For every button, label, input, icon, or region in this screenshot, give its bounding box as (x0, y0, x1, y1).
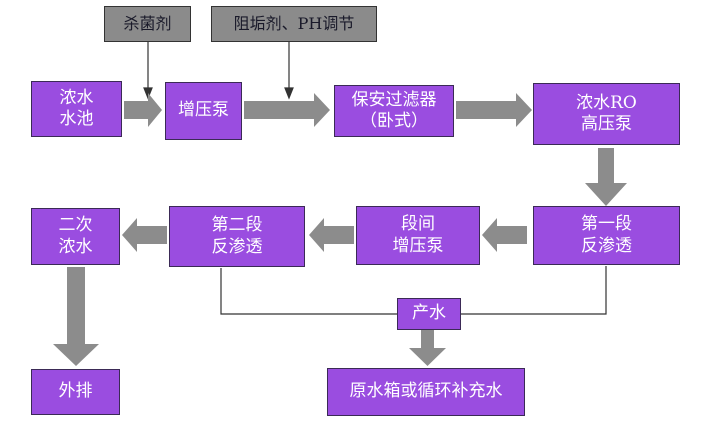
arrow-second-stage-to-secondary (122, 218, 167, 252)
ro-high-pressure-pump-box: 浓水RO 高压泵 (533, 83, 680, 145)
arrow-permeate-to-tank (409, 330, 446, 366)
arrow-booster-to-filter (244, 93, 330, 127)
interstage-booster-box: 段间 增压泵 (356, 206, 480, 265)
second-stage-ro-box: 第二段 反渗透 (169, 206, 305, 267)
arrow-interstage-to-second-stage (309, 218, 354, 252)
arrow-hp-pump-to-first-stage (585, 148, 627, 206)
booster-pump-box: 增压泵 (165, 82, 242, 140)
permeate-box: 产水 (397, 298, 461, 330)
concentrate-tank-box: 浓水 水池 (31, 81, 122, 137)
raw-tank-or-makeup-box: 原水箱或循环补充水 (327, 368, 525, 416)
arrow-filter-to-hp-pump (456, 93, 532, 127)
arrow-tank-to-booster (124, 93, 162, 127)
cartridge-filter-box: 保安过滤器 （卧式） (334, 85, 454, 137)
first-stage-ro-box: 第一段 反渗透 (533, 206, 680, 265)
sterilant-box: 杀菌剂 (104, 6, 191, 42)
flow-arrows (53, 93, 627, 366)
discharge-box: 外排 (31, 369, 120, 415)
antiscalant-ph-box: 阻垢剂、PH调节 (211, 6, 377, 42)
arrow-first-stage-to-interstage (482, 218, 527, 252)
arrow-secondary-to-discharge (53, 267, 99, 366)
secondary-concentrate-box: 二次 浓水 (31, 208, 120, 265)
